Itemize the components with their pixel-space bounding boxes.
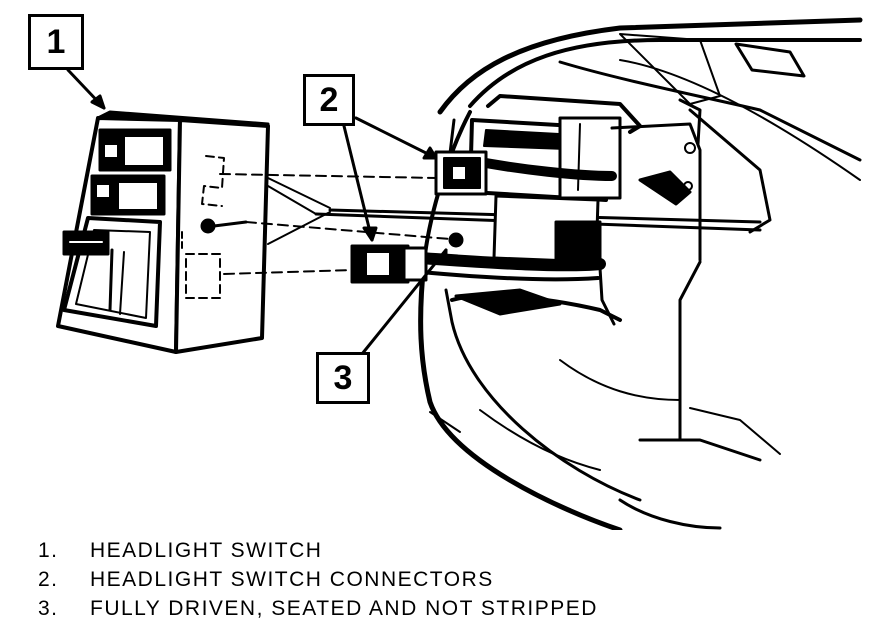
callout-3-label: 3 [316,352,370,404]
legend-item: 2. HEADLIGHT SWITCH CONNECTORS [38,565,858,594]
lower-connector-drawing [350,232,464,284]
legend-item: 1. HEADLIGHT SWITCH [38,536,858,565]
legend-text: HEADLIGHT SWITCH CONNECTORS [90,568,494,591]
exploded-view-illustration [56,17,863,530]
headlight-switch-drawing [56,110,270,354]
callout-2-label: 2 [303,74,355,126]
legend-item: 3. FULLY DRIVEN, SEATED AND NOT STRIPPED [38,594,858,623]
legend-number: 2. [38,568,59,591]
callout-1-label: 1 [28,14,84,70]
legend-number: 1. [38,539,59,562]
legend: 1. HEADLIGHT SWITCH 2. HEADLIGHT SWITCH … [38,536,858,623]
instrument-panel-drawing [398,17,863,530]
legend-number: 3. [38,597,59,620]
legend-text: FULLY DRIVEN, SEATED AND NOT STRIPPED [90,597,598,620]
callout-leaders [66,68,448,356]
legend-text: HEADLIGHT SWITCH [90,539,323,562]
upper-connector-drawing [434,150,488,196]
